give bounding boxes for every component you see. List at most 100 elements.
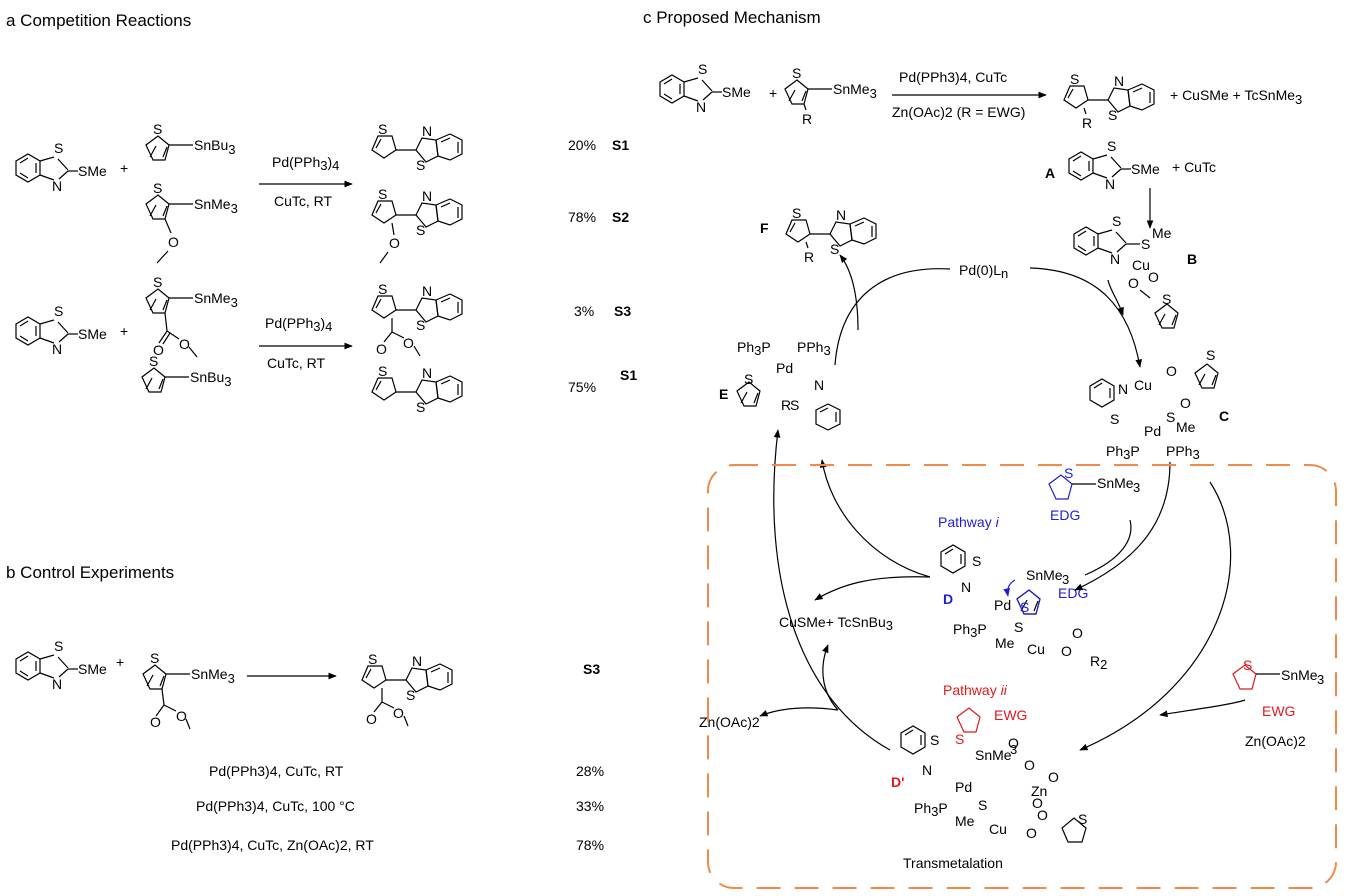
svg-text:N: N xyxy=(696,99,706,115)
section-c-title: c Proposed Mechanism xyxy=(643,8,821,27)
compound-id: S2 xyxy=(612,209,629,225)
svg-text:S: S xyxy=(972,553,981,569)
svg-text:SnMe3: SnMe3 xyxy=(833,81,877,101)
svg-text:S: S xyxy=(150,650,159,666)
svg-text:D: D xyxy=(943,591,953,607)
svg-text:SnBu3: SnBu3 xyxy=(194,137,235,157)
intermediate-e: Ph3P PPh3 Pd S R S N E xyxy=(719,339,841,431)
svg-text:O: O xyxy=(1061,643,1072,659)
svg-text:3: 3 xyxy=(1317,672,1324,687)
svg-text:O: O xyxy=(1072,625,1083,641)
svg-text:SnMe: SnMe xyxy=(1281,667,1318,683)
section-a-title: a Competition Reactions xyxy=(6,11,191,30)
svg-text:O: O xyxy=(1037,807,1048,823)
svg-text:SMe: SMe xyxy=(722,84,751,100)
benzothiazole-sme: S N SMe xyxy=(15,638,107,692)
condition-text: Pd(PPh3)4, CuTc, RT xyxy=(209,763,344,779)
svg-text:Ph3P: Ph3P xyxy=(1106,443,1140,462)
yield-value: 75% xyxy=(568,379,596,395)
pathway-i-label: Pathway i xyxy=(938,514,1000,530)
svg-text:S: S xyxy=(1107,138,1116,154)
svg-text:O: O xyxy=(1008,735,1019,751)
svg-text:S: S xyxy=(1112,213,1121,229)
svg-text:N: N xyxy=(422,123,432,139)
svg-text:N: N xyxy=(1105,176,1115,192)
svg-text:Zn(OAc)2: Zn(OAc)2 xyxy=(1245,733,1306,749)
svg-text:O: O xyxy=(403,335,414,351)
svg-text:Ph3P: Ph3P xyxy=(914,800,948,819)
svg-text:Me: Me xyxy=(1152,225,1172,241)
svg-text:Ph3P: Ph3P xyxy=(953,621,987,640)
svg-text:SnMe3: SnMe3 xyxy=(194,196,238,216)
svg-text:S: S xyxy=(1110,411,1119,427)
svg-text:S: S xyxy=(744,371,753,387)
benzothiazole-sme: S N SMe xyxy=(15,303,107,357)
condition-yield: 28% xyxy=(576,763,604,779)
svg-text:Me: Me xyxy=(995,635,1015,651)
svg-text:EWG: EWG xyxy=(1262,703,1295,719)
svg-text:S: S xyxy=(54,638,63,654)
svg-text:Me: Me xyxy=(955,813,975,829)
product-s3: S N S O O xyxy=(361,651,453,727)
section-b-title: b Control Experiments xyxy=(6,563,174,582)
svg-text:N: N xyxy=(52,341,62,357)
svg-text:O: O xyxy=(1180,395,1191,411)
competition-reaction-2: S N SMe + S SnMe3 O O S SnBu3 Pd(PPh3)4 xyxy=(15,274,637,415)
mechanism-overall-reaction: S N SMe + S SnMe3 R Pd(PPh3)4, CuTc Zn(O… xyxy=(659,61,1302,131)
svg-text:S: S xyxy=(378,281,387,297)
svg-text:N: N xyxy=(922,762,932,778)
compound-id: S3 xyxy=(583,661,600,677)
svg-text:S: S xyxy=(378,363,387,379)
thiophene-r-snme3: S SnMe3 R xyxy=(784,65,877,127)
yield-value: 20% xyxy=(568,137,596,153)
svg-text:N: N xyxy=(1114,73,1124,89)
svg-text:+ CuTc: + CuTc xyxy=(1172,159,1216,175)
svg-text:SnMe3: SnMe3 xyxy=(191,666,235,686)
pathway-box xyxy=(707,464,1337,889)
svg-text:S: S xyxy=(698,61,707,77)
svg-text:O: O xyxy=(179,336,190,352)
svg-text:Pd: Pd xyxy=(955,779,972,795)
svg-text:S: S xyxy=(1141,236,1150,252)
svg-text:Me: Me xyxy=(1176,419,1196,435)
intermediate-d-prime: Pathway ii S N S EWG SnMe 3 Pd O O Zn O … xyxy=(891,682,1087,871)
svg-text:S: S xyxy=(1162,291,1171,307)
svg-text:R: R xyxy=(781,397,791,413)
svg-text:C: C xyxy=(1219,408,1229,424)
intermediate-a: A S N SMe + CuTc xyxy=(1045,138,1216,229)
svg-text:S: S xyxy=(153,121,162,137)
svg-text:SMe: SMe xyxy=(78,661,107,677)
cusme-byproduct: CuSMe+ TcSnBu3 xyxy=(779,614,893,633)
thiophene-ome-snme3: S SnMe3 O xyxy=(145,180,238,264)
condition-text: Pd(PPh3)4, CuTc, Zn(OAc)2, RT xyxy=(171,837,374,853)
svg-text:S: S xyxy=(792,65,801,81)
svg-text:SMe: SMe xyxy=(78,163,107,179)
svg-text:S: S xyxy=(790,397,799,413)
svg-text:SnMe3: SnMe3 xyxy=(194,290,238,310)
svg-text:S: S xyxy=(368,651,377,667)
compound-id: S1 xyxy=(612,137,629,153)
svg-text:Ph3P: Ph3P xyxy=(737,339,771,358)
svg-text:O: O xyxy=(1032,795,1043,811)
reagent-label: Pd(PPh3)4 xyxy=(265,315,332,334)
svg-text:N: N xyxy=(422,365,432,381)
svg-text:S: S xyxy=(1020,599,1029,615)
svg-text:S: S xyxy=(955,731,964,747)
svg-text:S: S xyxy=(416,157,425,173)
svg-text:3: 3 xyxy=(1010,742,1017,757)
svg-text:3: 3 xyxy=(1062,572,1069,587)
svg-text:Cu: Cu xyxy=(989,821,1007,837)
svg-text:O: O xyxy=(393,705,404,721)
svg-text:S: S xyxy=(54,140,63,156)
svg-text:R2: R2 xyxy=(1090,653,1107,672)
edg-thiophene-reagent: S SnMe 3 EDG xyxy=(1048,465,1140,523)
svg-text:S: S xyxy=(378,186,387,202)
competition-reaction-1: S N SMe + S SnBu3 S SnMe3 O Pd(PPh3)4 Cu… xyxy=(15,121,629,264)
svg-text:SnMe: SnMe xyxy=(975,747,1012,763)
thiophene-ester-snme3: S SnMe3 O O xyxy=(145,274,238,358)
svg-text:S: S xyxy=(930,732,939,748)
product-s1: S N S xyxy=(371,121,463,173)
product-s2: S N S O xyxy=(371,186,463,264)
svg-text:S: S xyxy=(1108,107,1117,123)
benzothiazole-sme: S N SMe xyxy=(659,61,751,115)
